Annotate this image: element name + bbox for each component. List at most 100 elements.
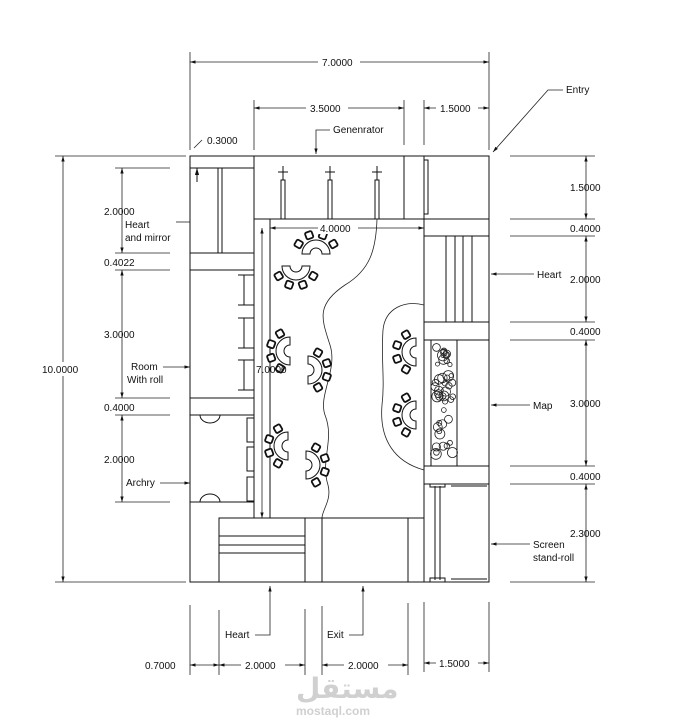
label-screen-1: Screen — [533, 540, 565, 551]
chair — [274, 363, 286, 374]
map-circle — [432, 422, 443, 432]
dim-left-2: 3.0000 — [104, 330, 135, 341]
dim-right-5: 0.4000 — [570, 472, 601, 483]
dim-hall-length: 7.0000 — [256, 365, 287, 376]
chair — [400, 427, 412, 438]
map-display — [430, 343, 458, 460]
label-map: Map — [533, 401, 553, 412]
map-circle — [433, 449, 440, 456]
chair — [272, 458, 284, 469]
chair — [284, 279, 295, 290]
map-circle — [430, 448, 442, 460]
table-top — [401, 337, 417, 367]
chair — [312, 347, 324, 358]
table-top — [301, 239, 331, 255]
dim-left-total: 10.0000 — [42, 365, 79, 376]
bottom-block — [218, 517, 425, 583]
dim-left-1: 0.4022 — [104, 258, 135, 269]
map-circle — [448, 373, 454, 379]
chair — [264, 447, 275, 458]
chair — [274, 328, 286, 339]
dimension-labels: 7.0000 3.5000 1.5000 0.3000 4.0000 7.000… — [40, 55, 601, 672]
generator-units — [278, 166, 382, 220]
chair — [321, 358, 332, 369]
map-circle — [444, 414, 453, 424]
room-labels: Entry Genenrator Heart and mirror Room W… — [125, 85, 589, 641]
chair — [273, 270, 284, 282]
label-heart-mirror-2: and mirror — [125, 233, 171, 244]
label-exit: Exit — [327, 630, 344, 641]
table-top — [273, 431, 289, 461]
chair — [319, 453, 330, 464]
map-circle — [435, 361, 440, 367]
generator-unit — [374, 179, 380, 220]
label-entry: Entry — [566, 85, 589, 96]
map-circle — [447, 439, 453, 446]
map-circle — [431, 378, 440, 387]
chair — [310, 477, 322, 488]
dim-right-0: 1.5000 — [570, 183, 601, 194]
table — [305, 442, 330, 488]
dimension-lines — [55, 52, 595, 675]
label-screen-2: stand-roll — [533, 553, 574, 564]
map-circle — [431, 442, 441, 452]
map-circle — [434, 428, 446, 440]
map-circle — [442, 398, 449, 405]
watermark: مستقل mostaql.com — [296, 672, 398, 718]
label-room-roll-1: Room — [131, 362, 158, 373]
table-top — [307, 355, 323, 385]
table — [293, 230, 339, 255]
map-circle — [442, 351, 451, 359]
dim-top-wall: 0.3000 — [207, 136, 238, 147]
watermark-latin: mostaql.com — [296, 704, 370, 718]
table — [273, 265, 319, 290]
map-circle — [447, 362, 453, 368]
table-top — [305, 450, 321, 480]
label-heart-mirror-1: Heart — [125, 220, 150, 231]
chair — [319, 466, 330, 477]
table-groups — [264, 230, 417, 488]
table — [266, 328, 291, 374]
dim-right-3: 0.4000 — [570, 327, 601, 338]
dim-bottom-0: 0.7000 — [145, 661, 176, 672]
dim-left-4: 2.0000 — [104, 455, 135, 466]
dim-top-total: 7.0000 — [322, 58, 353, 69]
chair — [392, 403, 403, 414]
label-heart-bottom: Heart — [225, 630, 250, 641]
dim-bottom-3: 1.5000 — [439, 659, 470, 670]
dim-top-right: 1.5000 — [440, 104, 471, 115]
dim-hall-width: 4.0000 — [320, 224, 351, 235]
generator-unit — [280, 179, 286, 220]
dim-bottom-2: 2.0000 — [348, 661, 379, 672]
table — [392, 392, 417, 438]
hall — [269, 218, 425, 519]
map-circle — [430, 382, 440, 392]
map-circle — [433, 374, 445, 385]
map-circle — [443, 442, 451, 450]
chair — [400, 392, 412, 403]
label-heart-right: Heart — [537, 270, 562, 281]
map-circle — [438, 390, 450, 402]
label-generator: Genenrator — [333, 125, 384, 136]
chair — [392, 353, 403, 364]
dim-left-3: 0.4000 — [104, 403, 135, 414]
table-top — [401, 400, 417, 430]
room-roll-fixtures — [238, 274, 254, 391]
chair — [392, 416, 403, 427]
map-circle — [438, 441, 448, 451]
generator-unit — [327, 179, 333, 220]
chair — [400, 364, 412, 375]
chair — [272, 423, 284, 434]
right-rooms — [423, 159, 489, 583]
chair — [328, 238, 339, 250]
chair — [392, 340, 403, 351]
leader-lines — [160, 89, 563, 636]
map-circle — [438, 354, 449, 365]
map-circle — [441, 407, 447, 413]
map-circle — [439, 392, 447, 400]
left-rooms — [190, 167, 255, 503]
dim-right-4: 3.0000 — [570, 399, 601, 410]
label-room-roll-2: With roll — [127, 375, 163, 386]
chair — [266, 352, 277, 363]
table — [392, 329, 417, 375]
